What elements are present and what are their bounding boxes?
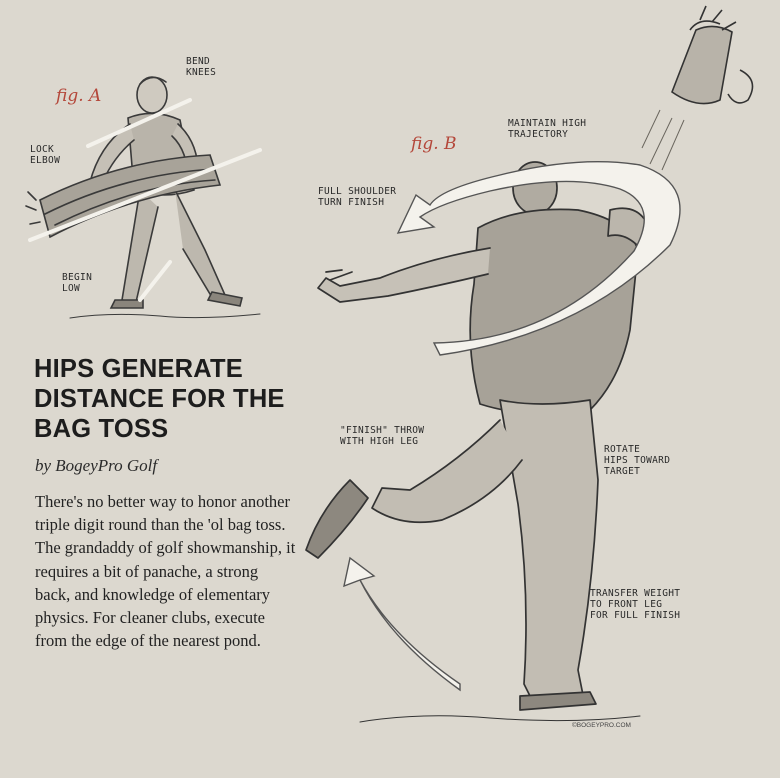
leg-lift-arrow	[343, 556, 461, 692]
note-finish-throw-high-leg: "FINISH" THROW WITH HIGH LEG	[340, 425, 425, 447]
note-bend-knees: BEND KNEES	[186, 56, 217, 78]
note-transfer-weight: TRANSFER WEIGHT TO FRONT LEG FOR FULL FI…	[590, 588, 681, 621]
note-full-shoulder-turn: FULL SHOULDER TURN FINISH	[318, 186, 397, 208]
fig-a-label: fig. A	[56, 86, 102, 106]
note-maintain-high-trajectory: MAINTAIN HIGH TRAJECTORY	[508, 118, 587, 140]
flying-bag-sketch	[641, 5, 754, 171]
note-rotate-hips: ROTATE HIPS TOWARD TARGET	[604, 444, 671, 477]
fig-b-golfer-sketch	[305, 161, 651, 723]
article-byline: by BogeyPro Golf	[35, 456, 158, 475]
article-headline: HIPS GENERATE DISTANCE FOR THE BAG TOSS	[34, 355, 285, 443]
note-begin-low: BEGIN LOW	[62, 272, 93, 294]
fig-b-label: fig. B	[411, 134, 457, 154]
source-credit: ©BOGEYPRO.COM	[572, 722, 631, 729]
rotation-swirl-arrow	[396, 160, 681, 356]
note-lock-elbow: LOCK ELBOW	[30, 144, 61, 166]
fig-a-guide-lines	[28, 98, 262, 302]
article-body: There's no better way to honor another t…	[35, 492, 296, 651]
